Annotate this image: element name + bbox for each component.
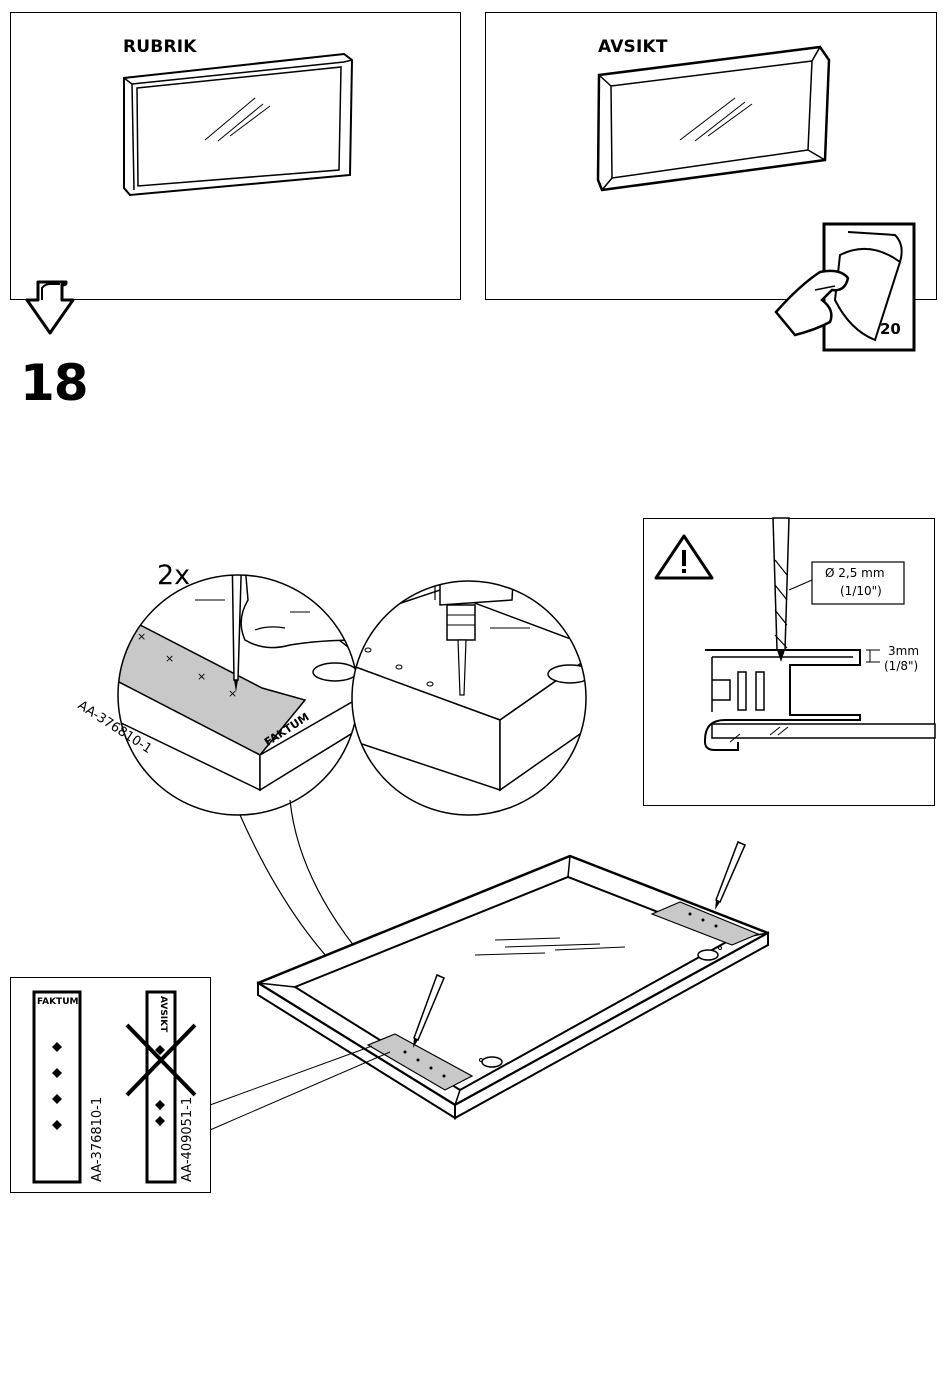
legend-faktum-label: FAKTUM — [37, 997, 78, 1007]
legend-avsikt-label: AVSIKT — [158, 996, 168, 1032]
legend-avsikt-code: AA-409051-1 — [180, 1097, 195, 1182]
legend-faktum-code: AA-376810-1 — [90, 1097, 105, 1182]
